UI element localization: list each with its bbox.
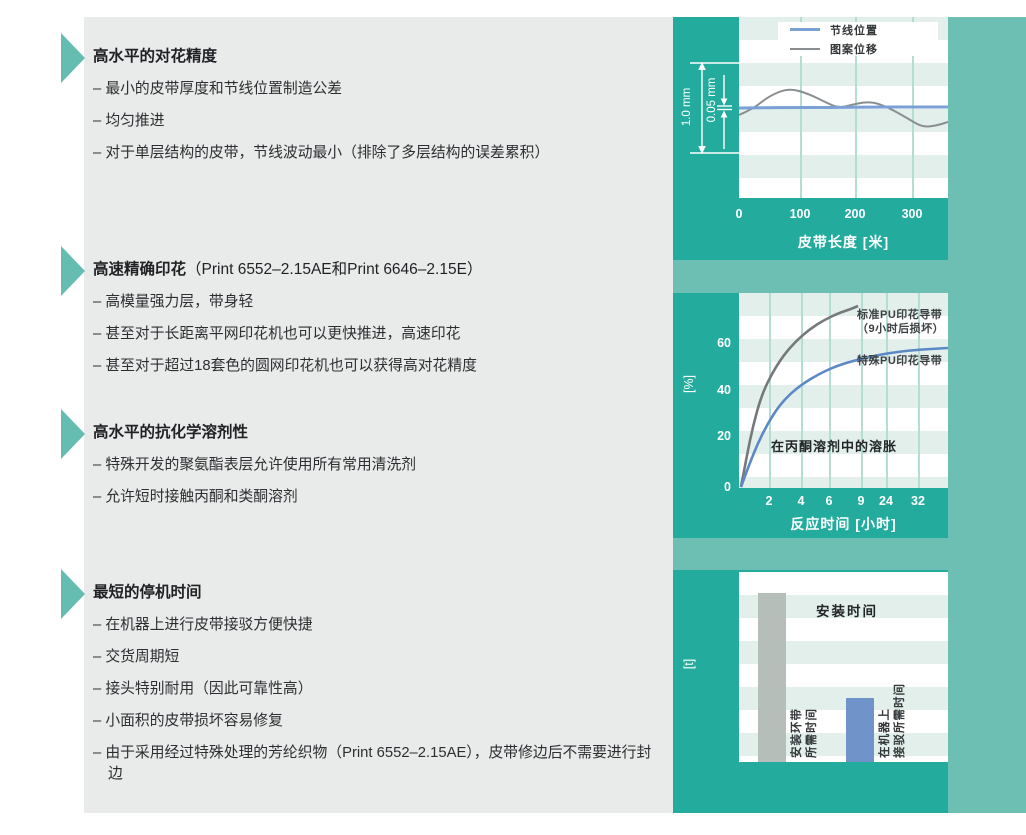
section-registration-accuracy: 高水平的对花精度 – 最小的皮带厚度和节线位置制造公差 – 均匀推进 – 对于单层结…	[61, 33, 659, 175]
chart-installation-time: 安装时间 安装环带 所需时间 在机器上 接驳所需时间 [t]	[673, 570, 948, 813]
section-heading: 高速精确印花（Print 6552–2.15AE和Print 6646–2.15…	[93, 260, 659, 280]
section-heading-rest: （Print 6552–2.15AE和Print 6646–2.15E）	[186, 261, 483, 278]
section-heading-bold: 高水平的抗化学溶剂性	[93, 424, 249, 441]
y-axis-ticks: 0 20 40 60	[673, 293, 731, 538]
bullet-item: – 甚至对于超过18套色的圆网印花机也可以获得高对花精度	[93, 358, 477, 374]
legend-label: 图案位移	[830, 43, 878, 56]
endless-belt-install-bar	[758, 593, 786, 762]
chart-column: 节线位置 图案位移 1.0	[673, 17, 1026, 813]
section-heading-bold: 高水平的对花精度	[93, 48, 218, 65]
bullet-item: – 高模量强力层，带身轻	[93, 294, 254, 310]
special-pu-belt-curve	[739, 346, 948, 488]
swelling-annotation: 在丙酮溶剂中的溶胀	[771, 439, 898, 454]
section-heading: 最短的停机时间	[93, 583, 659, 603]
tick-label: 9	[857, 494, 865, 508]
tick-label: 0	[735, 207, 743, 221]
dimension-label-005mm: 0.05 mm	[706, 77, 718, 123]
legend-label: 节线位置	[830, 24, 878, 37]
label-line: 标准PU印花导带	[857, 309, 943, 321]
tick-label: 32	[911, 494, 925, 508]
y-axis-title: [t]	[682, 658, 696, 670]
standard-pu-belt-curve	[739, 304, 859, 488]
tick-label: 40	[717, 383, 731, 397]
x-axis-title: 反应时间 [小时]	[790, 516, 897, 532]
bar-label-endless-belt: 安装环带 所需时间	[791, 708, 818, 758]
legend-row: 节线位置	[790, 22, 938, 38]
dimension-label-1mm: 1.0 mm	[681, 87, 693, 127]
bullet-item: – 小面积的皮带损坏容易修复	[93, 713, 283, 729]
plot-area: 安装时间 安装环带 所需时间 在机器上 接驳所需时间	[739, 572, 948, 762]
tick-label: 2	[765, 494, 773, 508]
section-heading-bold: 最短的停机时间	[93, 584, 202, 601]
tick-label: 0	[724, 480, 731, 494]
bullet-item: – 在机器上进行皮带接驳方便快捷	[93, 617, 313, 633]
bullet-item: – 交货周期短	[93, 649, 180, 665]
section-heading: 高水平的抗化学溶剂性	[93, 423, 659, 443]
tick-label: 6	[825, 494, 833, 508]
tick-label: 20	[717, 429, 731, 443]
tick-label: 4	[797, 494, 805, 508]
section-arrow-icon	[61, 569, 85, 619]
tick-label: 100	[789, 207, 811, 221]
section-shortest-downtime: 最短的停机时间 – 在机器上进行皮带接驳方便快捷 – 交货周期短 – 接头特别耐用（…	[61, 569, 659, 796]
pitch-line-position-line	[739, 105, 948, 110]
bullet-list: – 在机器上进行皮带接驳方便快捷 – 交货周期短 – 接头特别耐用（因此可靠性高） –…	[93, 615, 659, 785]
chart-pitch-line-accuracy: 节线位置 图案位移 1.0	[673, 17, 948, 260]
benefits-panel: 高水平的对花精度 – 最小的皮带厚度和节线位置制造公差 – 均匀推进 – 对于单层结…	[61, 17, 673, 813]
gridline	[829, 293, 831, 488]
x-axis-title: 皮带长度 [米]	[797, 234, 890, 250]
pattern-displacement-line	[739, 88, 948, 128]
bullet-item: – 最小的皮带厚度和节线位置制造公差	[93, 81, 343, 97]
bullet-item: – 对于单层结构的皮带，节线波动最小（排除了多层结构的误差累积）	[93, 145, 550, 161]
on-machine-joining-bar	[846, 698, 874, 762]
bullet-list: – 高模量强力层，带身轻 – 甚至对于长距离平网印花机也可以更快推进，高速印花 – …	[93, 292, 659, 377]
tick-label: 60	[717, 336, 731, 350]
blue-line-swatch-icon	[790, 28, 820, 31]
bullet-item: – 甚至对于长距离平网印花机也可以更快推进，高速印花	[93, 326, 461, 342]
section-arrow-icon	[61, 33, 85, 83]
y-axis-title: [%]	[682, 374, 696, 394]
section-chemical-resistance: 高水平的抗化学溶剂性 – 特殊开发的聚氨酯表层允许使用所有常用清洗剂 – 允许短时…	[61, 409, 659, 519]
x-axis-ticks: 0 100 200 300	[735, 207, 948, 223]
special-belt-label: 特殊PU印花导带	[857, 355, 943, 367]
bullet-item: – 特殊开发的聚氨酯表层允许使用所有常用清洗剂	[93, 457, 417, 473]
tick-label: 200	[844, 207, 866, 221]
chart-title: 安装时间	[816, 604, 878, 619]
section-arrow-icon	[61, 246, 85, 296]
tick-label: 300	[901, 207, 923, 221]
bar-label-on-machine: 在机器上 接驳所需时间	[879, 683, 906, 758]
bullet-list: – 最小的皮带厚度和节线位置制造公差 – 均匀推进 – 对于单层结构的皮带，节线波动…	[93, 79, 659, 164]
bullet-item: – 接头特别耐用（因此可靠性高）	[93, 681, 313, 697]
bullet-item: – 均匀推进	[93, 113, 165, 129]
bullet-item: – 由于采用经过特殊处理的芳纶织物（Print 6552–2.15AE），皮带修…	[93, 745, 652, 782]
gridline	[801, 293, 803, 488]
gray-line-swatch-icon	[790, 47, 820, 50]
section-heading: 高水平的对花精度	[93, 47, 659, 67]
plot-area: 节线位置 图案位移	[739, 17, 948, 198]
section-arrow-icon	[61, 409, 85, 459]
bullet-item: – 允许短时接触丙酮和类酮溶剂	[93, 489, 298, 505]
standard-belt-label: 标准PU印花导带 （9小时后损坏）	[857, 309, 944, 336]
legend: 节线位置 图案位移	[778, 22, 938, 56]
section-high-speed-printing: 高速精确印花（Print 6552–2.15AE和Print 6646–2.15…	[61, 246, 659, 388]
legend-row: 图案位移	[790, 41, 938, 57]
plot-area: 标准PU印花导带 （9小时后损坏） 特殊PU印花导带 在丙酮溶剂中的溶胀	[739, 293, 948, 488]
section-heading-bold: 高速精确印花	[93, 261, 187, 278]
label-line: （9小时后损坏）	[857, 322, 945, 335]
gridline	[769, 293, 771, 488]
bullet-list: – 特殊开发的聚氨酯表层允许使用所有常用清洗剂 – 允许短时接触丙酮和类酮溶剂	[93, 455, 659, 508]
tick-label: 24	[879, 494, 893, 508]
